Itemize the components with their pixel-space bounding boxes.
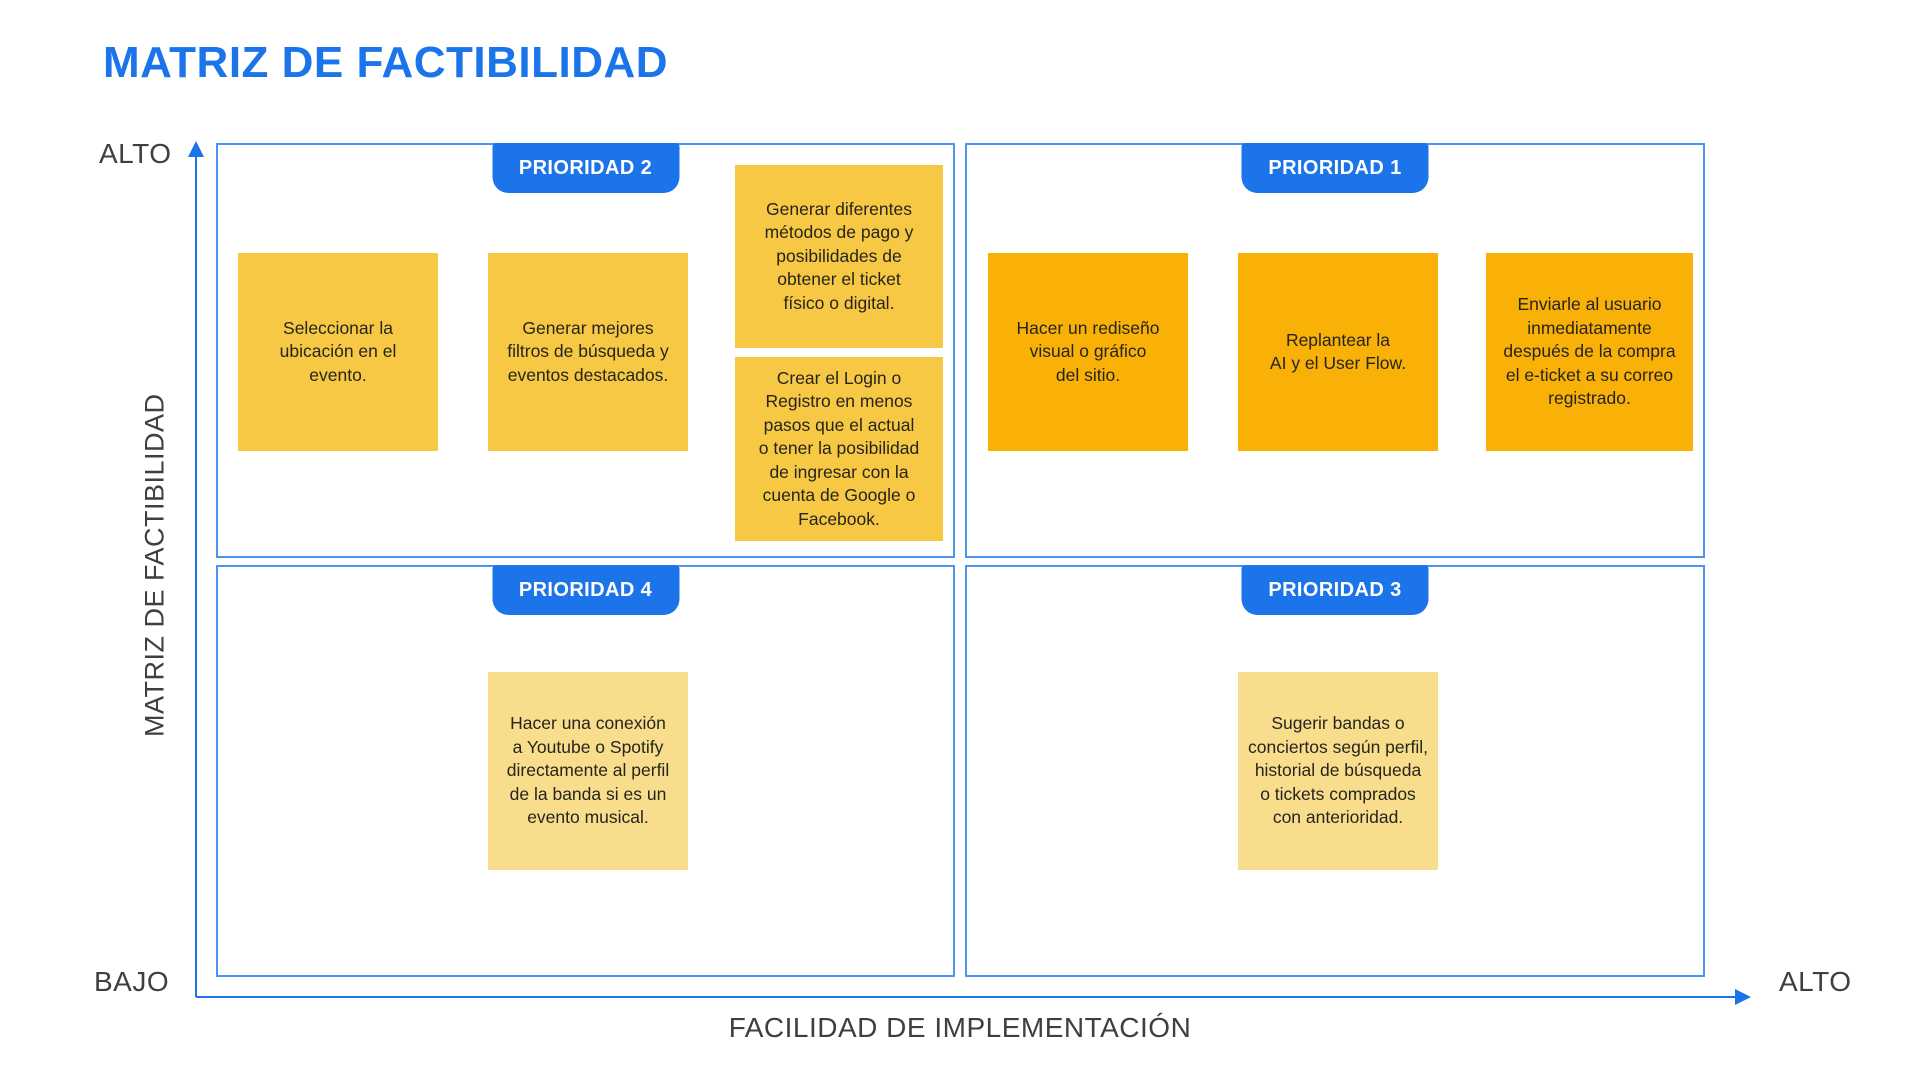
y-axis-arrowhead-icon xyxy=(188,141,204,157)
sticky-note: Crear el Login o Registro en menos pasos… xyxy=(735,357,943,541)
page-title: MATRIZ DE FACTIBILIDAD xyxy=(103,38,669,87)
priority-3-badge: PRIORIDAD 3 xyxy=(1241,565,1429,615)
sticky-note: Seleccionar la ubicación en el evento. xyxy=(238,253,438,451)
x-axis-line xyxy=(196,996,1737,998)
sticky-note: Generar mejores filtros de búsqueda y ev… xyxy=(488,253,688,451)
y-axis-low-label: BAJO xyxy=(94,966,170,997)
quadrant-priority-2: PRIORIDAD 2 Seleccionar la ubicación en … xyxy=(216,143,955,558)
sticky-note: Hacer una conexión a Youtube o Spotify d… xyxy=(488,672,688,870)
sticky-note: Enviarle al usuario inmediatamente despu… xyxy=(1486,253,1693,451)
y-axis-line xyxy=(195,151,197,997)
sticky-note: Generar diferentes métodos de pago y pos… xyxy=(735,165,943,348)
y-axis-title: MATRIZ DE FACTIBILIDAD xyxy=(139,393,170,737)
sticky-note: Sugerir bandas o conciertos según perfil… xyxy=(1238,672,1438,870)
x-axis-title: FACILIDAD DE IMPLEMENTACIÓN xyxy=(728,1012,1192,1043)
x-axis-high-label: ALTO xyxy=(1779,966,1852,997)
x-axis-arrowhead-icon xyxy=(1735,989,1751,1005)
sticky-note: Hacer un rediseño visual o gráfico del s… xyxy=(988,253,1188,451)
priority-2-badge: PRIORIDAD 2 xyxy=(492,143,679,193)
quadrant-priority-3: PRIORIDAD 3 Sugerir bandas o conciertos … xyxy=(965,565,1705,977)
quadrant-priority-1: PRIORIDAD 1 Hacer un rediseño visual o g… xyxy=(965,143,1705,558)
priority-1-badge: PRIORIDAD 1 xyxy=(1241,143,1429,193)
y-axis-high-label: ALTO xyxy=(99,138,172,169)
quadrant-priority-4: PRIORIDAD 4 Hacer una conexión a Youtube… xyxy=(216,565,955,977)
sticky-note: Replantear la AI y el User Flow. xyxy=(1238,253,1438,451)
priority-4-badge: PRIORIDAD 4 xyxy=(492,565,679,615)
